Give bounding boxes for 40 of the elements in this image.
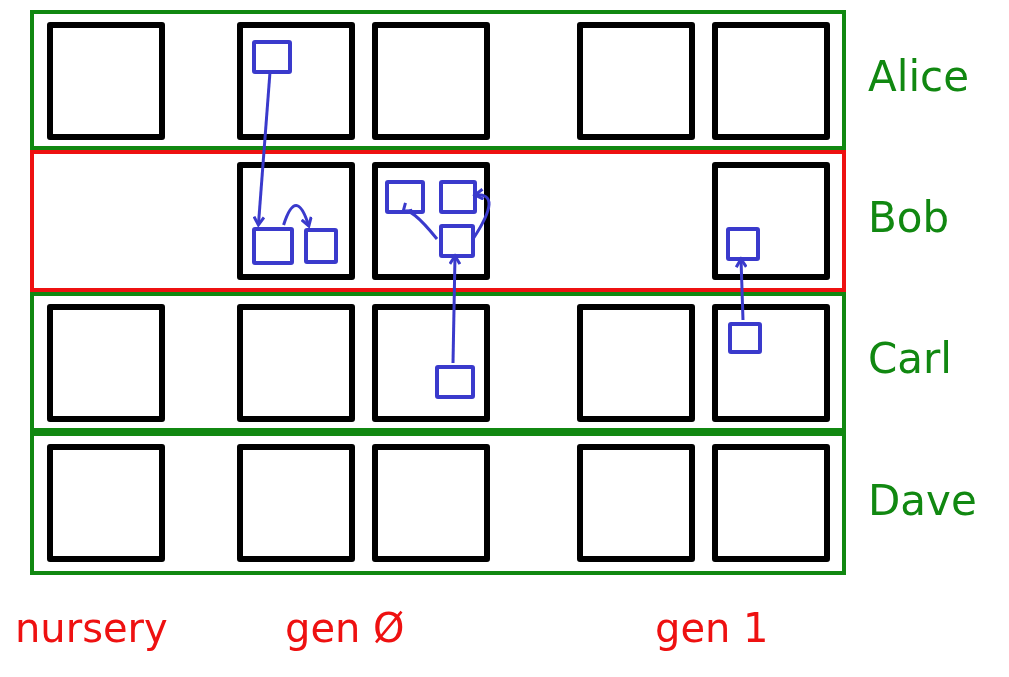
lane-label: Alice xyxy=(868,52,969,101)
heap-block xyxy=(372,162,490,280)
object-box xyxy=(304,228,338,264)
heap-block xyxy=(47,444,165,562)
column-label: nursery xyxy=(15,605,168,651)
arrow xyxy=(252,71,272,227)
heap-block xyxy=(577,304,695,422)
heap-block xyxy=(372,444,490,562)
heap-block xyxy=(237,22,355,140)
heap-block xyxy=(47,304,165,422)
heap-block xyxy=(47,22,165,140)
heap-block xyxy=(372,22,490,140)
arrow xyxy=(471,188,491,240)
heap-block xyxy=(712,444,830,562)
object-box xyxy=(252,40,292,74)
heap-block xyxy=(712,304,830,422)
lane-label: Bob xyxy=(868,193,950,242)
arrow xyxy=(448,254,462,364)
object-box xyxy=(252,227,294,265)
object-box xyxy=(728,322,762,354)
object-box xyxy=(385,180,425,214)
heap-block xyxy=(712,22,830,140)
lane-label: Dave xyxy=(868,475,977,525)
arrow xyxy=(734,257,748,321)
heap-block xyxy=(372,304,490,422)
object-box xyxy=(439,180,477,214)
arrow xyxy=(282,204,313,228)
object-box xyxy=(435,365,475,399)
heap-block xyxy=(237,444,355,562)
column-label: gen 1 xyxy=(655,605,769,651)
heap-block xyxy=(577,444,695,562)
column-label: gen Ø xyxy=(285,605,405,651)
heap-block xyxy=(577,22,695,140)
heap-block xyxy=(712,162,830,280)
heap-block xyxy=(237,304,355,422)
object-box xyxy=(726,227,760,261)
heap-block xyxy=(237,162,355,280)
arrow xyxy=(401,202,439,240)
object-box xyxy=(439,224,475,258)
lane-label: Carl xyxy=(868,334,952,383)
